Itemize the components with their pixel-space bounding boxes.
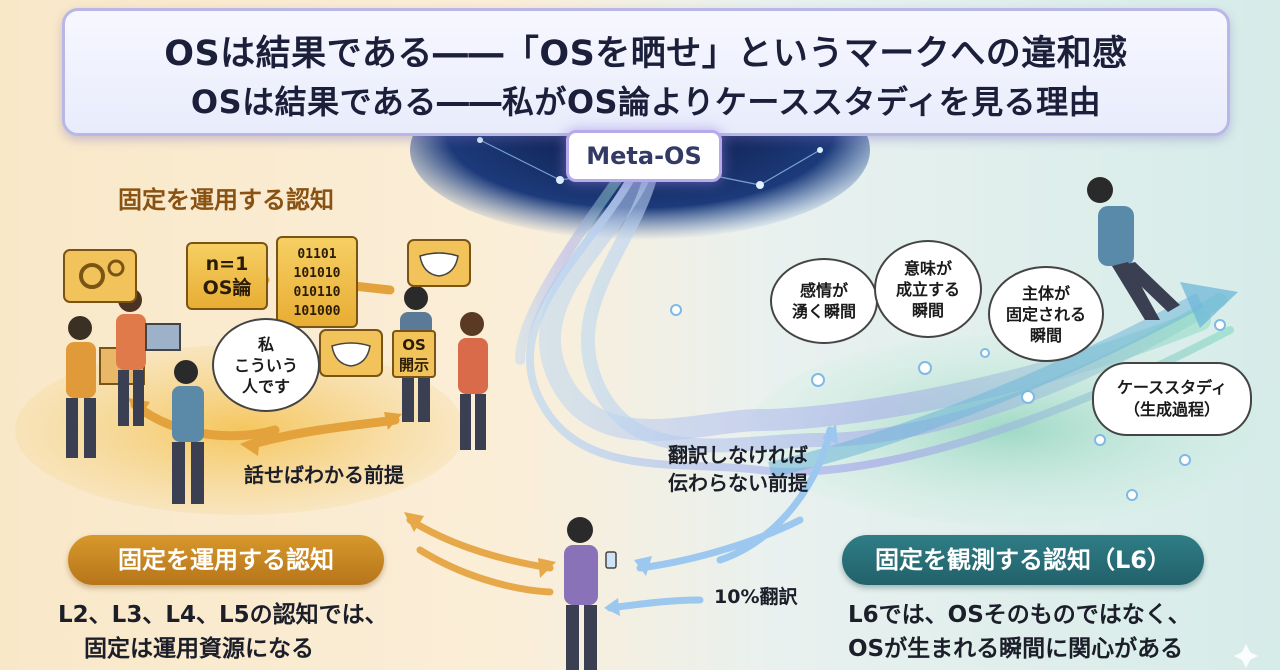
bubble-emotion-moment: 感情が 湧く瞬間 [770,258,878,344]
n1-os-theory-card: n=1 OS論 [186,242,268,310]
right-body-line-1: L6では、OSそのものではなく、 [848,602,1191,628]
bubble-meaning-moment: 意味が 成立する 瞬間 [874,240,982,338]
central-stream [515,164,1234,476]
right-pill-heading: 固定を観測する認知（L6） [842,535,1204,585]
os-disclosure-box: OS 開示 [392,330,436,378]
stream-nodes [670,304,1226,501]
title-line-1: OSは結果である――「OSを晒せ」というマークへの違和感 [164,34,1128,74]
meta-os-label: Meta-OS [566,130,722,182]
left-body-line-1: L2、L3、L4、L5の認知では、 [58,602,388,628]
bubble-subject-fixed-moment: 主体が 固定される 瞬間 [988,266,1104,362]
title-banner: OSは結果である――「OSを晒せ」というマークへの違和感 OSは結果である――私… [62,8,1230,136]
left-arrow-label: 話せばわかる前提 [244,463,404,487]
translate-label-line-2: 伝わらない前提 [668,471,808,495]
phone-person [564,517,617,670]
mask-icon [407,239,471,287]
gear-icon [63,249,137,303]
left-body-line-2: 固定は運用資源になる [84,636,314,662]
binary-code-card: 01101 101010 010110 101000 [276,236,358,328]
title-line-2: OSは結果である――私がOS論よりケーススタディを見る理由 [190,83,1102,121]
middle-arrows [406,426,834,612]
right-body-line-2: OSが生まれる瞬間に関心がある [848,636,1184,662]
left-top-heading: 固定を運用する認知 [118,186,334,214]
speech-bubble-self-intro: 私 こういう 人です [212,318,320,412]
left-pill-heading: 固定を運用する認知 [68,535,384,585]
mask-icon-2 [319,329,383,377]
translate-label-line-1: 翻訳しなければ [668,443,808,467]
bubble-case-study: ケーススタディ （生成過程） [1092,362,1252,436]
sparkle-icon [1234,644,1258,668]
ten-percent-translation-label: 10%翻訳 [714,586,798,608]
growth-arrow-head [1180,282,1238,328]
thinking-person [1087,177,1180,320]
middle-arrow-heads [404,424,838,616]
